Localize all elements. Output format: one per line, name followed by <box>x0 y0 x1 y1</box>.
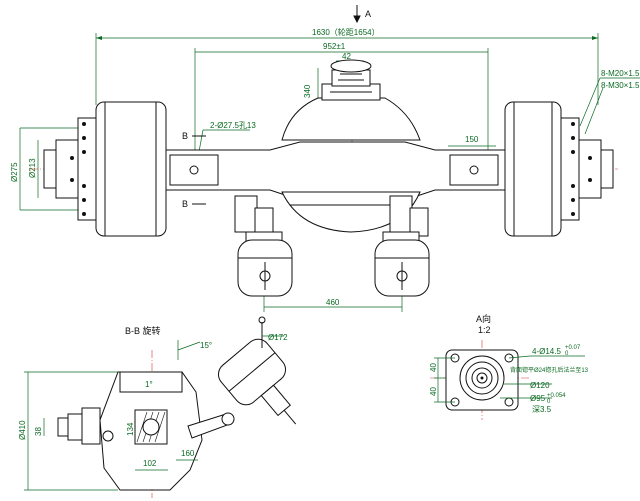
differential-housing <box>281 59 421 233</box>
dim-134: 134 <box>126 422 135 436</box>
dim-160: 160 <box>181 449 195 458</box>
bolt-callout: 4-Ø14.5 <box>532 347 561 356</box>
view-a-arrow: A <box>353 5 371 24</box>
left-brake-drum <box>43 101 167 237</box>
angle-small-dim: 1° <box>145 380 153 389</box>
height-dim: 340 <box>303 84 312 98</box>
right-brake-chamber <box>374 231 430 297</box>
view-a-flange: A向 1:2 40 40 4-Ø14.5 +0.07 0 背面锪平Ø24锪孔后法… <box>429 313 589 420</box>
side-dim-2: 40 <box>429 387 438 396</box>
chamber-spacing-dim: 460 <box>326 298 340 307</box>
hub-dia-small: Ø213 <box>28 158 37 178</box>
front-view-dimensions: 1630（轮距1654） 952±1 42 340 2-Ø27.5孔13 150… <box>10 27 640 312</box>
hub-dia-large: Ø275 <box>10 162 19 182</box>
side-dim-1: 40 <box>429 363 438 372</box>
flange-dia: Ø95 <box>530 394 546 403</box>
flange-tol-lower: 0 <box>547 399 551 405</box>
section-height-dim: Ø410 <box>18 420 27 440</box>
section-marker-b: B B <box>182 131 206 209</box>
flange-depth: 深3.5 <box>532 405 552 414</box>
section-view-bb: B-B 旋转 15 <box>18 316 297 498</box>
section-brake-chamber <box>217 338 297 425</box>
bolt-tol-upper: +0.07 <box>565 345 581 351</box>
pilot-dia: Ø120 <box>530 381 550 390</box>
section-title: B-B 旋转 <box>125 325 161 336</box>
housing-width-dim: 42 <box>342 52 351 61</box>
pad-width-dim: 150 <box>465 135 479 144</box>
view-a-scale: 1:2 <box>478 325 491 335</box>
left-brake-chamber <box>237 231 293 297</box>
overall-width-dim: 1630（轮距1654） <box>312 27 380 37</box>
hole-callout: 2-Ø27.5孔13 <box>210 121 256 130</box>
stud-callout-2: 8-M30×1.5 <box>601 81 640 90</box>
view-a-title: A向 <box>476 313 491 324</box>
angle-top-dim: 15° <box>200 341 212 350</box>
bolt-tol-lower: 0 <box>565 351 569 357</box>
dim-102: 102 <box>143 459 157 468</box>
bolt-note: 背面锪平Ø24锪孔后法兰至13 <box>510 366 589 374</box>
flange-tol-upper: +0.054 <box>547 393 566 399</box>
dim-38: 38 <box>34 427 43 436</box>
stud-callout-1: 8-M20×1.5 <box>601 69 640 78</box>
right-brake-drum <box>504 101 614 237</box>
section-b-bottom: B <box>182 199 188 209</box>
axle-tube <box>165 141 506 201</box>
spring-span-dim: 952±1 <box>323 42 346 51</box>
view-a-label: A <box>365 9 371 19</box>
chamber-dia-dim: Ø172 <box>268 333 288 342</box>
section-b-top: B <box>182 131 188 141</box>
axle-assembly-front: B B <box>30 59 618 297</box>
